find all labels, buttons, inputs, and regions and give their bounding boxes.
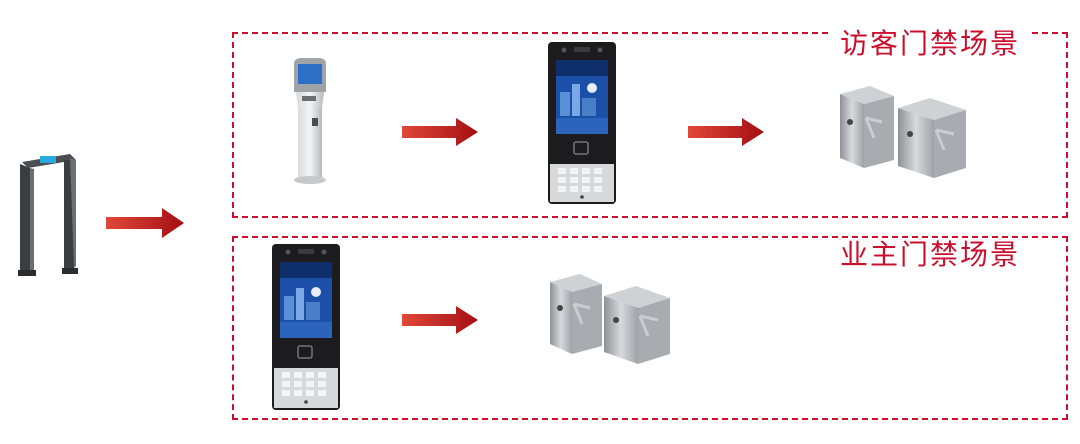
metal-detector-gate-icon <box>14 150 80 280</box>
owner-scene-box <box>232 236 1068 420</box>
tripod-turnstile-icon <box>836 82 972 180</box>
visitor-scene-box <box>232 32 1068 218</box>
visitor-scene-title: 访客门禁场景 <box>832 30 1029 58</box>
owner-scene-title: 业主门禁场景 <box>832 241 1029 269</box>
face-recognition-panel-icon <box>548 42 616 204</box>
arrow-right-icon <box>402 118 478 146</box>
face-recognition-panel-icon <box>272 244 340 410</box>
arrow-right-icon <box>106 208 184 238</box>
tripod-turnstile-icon <box>546 270 676 366</box>
arrow-right-icon <box>688 118 764 146</box>
visitor-kiosk-icon <box>284 56 334 186</box>
arrow-right-icon <box>402 306 478 334</box>
